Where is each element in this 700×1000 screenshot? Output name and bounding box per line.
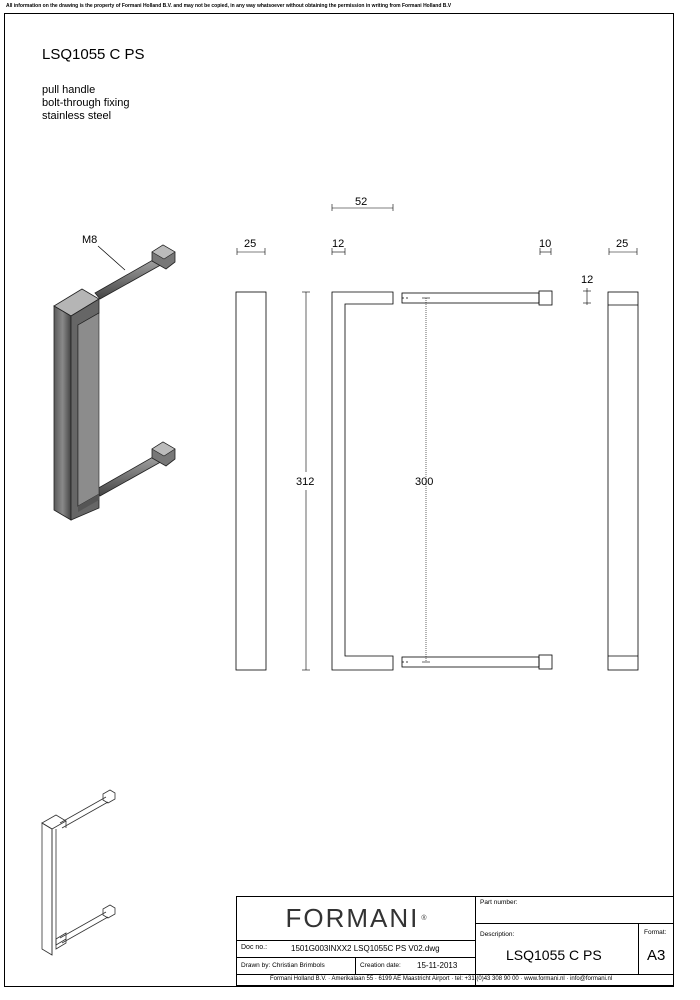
overall-depth-dimension (331, 204, 394, 211)
overall-length-dimension (302, 291, 310, 671)
formani-logo: FORMANI® (285, 902, 427, 933)
copyright-disclaimer: All information on the drawing is the pr… (6, 3, 452, 9)
creation-date-value: 15-11-2013 (417, 961, 458, 970)
drawing-title: LSQ1055 C PS (42, 46, 145, 63)
footer-row (236, 974, 674, 986)
bar-thickness-dimension (331, 248, 346, 255)
description-line: bolt-through fixing (42, 97, 130, 109)
front-view (235, 291, 267, 671)
isometric-view-large (53, 244, 176, 521)
right-view (607, 291, 639, 671)
company-footer: Formani Holland B.V. · Amerikalaan 55 · … (270, 976, 613, 982)
side-view-handle (331, 291, 394, 671)
front-width-dimension (236, 248, 266, 255)
description-label: Description: (480, 931, 515, 938)
bar-thickness-label: 12 (332, 238, 344, 250)
product-description: pull handle bolt-through fixing stainles… (42, 84, 129, 123)
format-label: Format: (644, 929, 667, 936)
part-number-label: Part number: (480, 899, 518, 906)
format-value: A3 (647, 947, 666, 964)
drawn-by: Drawn by: Christian Brimbols (241, 962, 325, 969)
overall-depth-label: 52 (355, 196, 367, 208)
description-line: pull handle (42, 84, 96, 96)
leg-height-label: 12 (581, 274, 593, 286)
creation-date-label: Creation date: (360, 962, 401, 969)
center-distance-label: 300 (415, 476, 433, 488)
side-width-label: 25 (616, 238, 628, 250)
doc-no-label: Doc no.: (241, 944, 268, 951)
isometric-view-small (41, 789, 116, 956)
doc-no-value: 1501G003INXX2 LSQ1055C PS V02.dwg (291, 944, 440, 953)
leg-height-dimension (583, 288, 591, 305)
overall-length-label: 312 (296, 476, 314, 488)
thread-label: M8 (82, 234, 97, 246)
fixing-diameter-dimension (539, 248, 552, 255)
title-block: FORMANI® Doc no.: 1501G003INXX2 LSQ1055C… (236, 896, 674, 987)
front-width-label: 25 (244, 238, 256, 250)
side-width-dimension (608, 248, 638, 255)
description-line: stainless steel (42, 110, 112, 122)
fixing-diameter-label: 10 (539, 238, 551, 250)
fixing-rod-view (401, 290, 553, 670)
description-value: LSQ1055 C PS (506, 947, 602, 963)
